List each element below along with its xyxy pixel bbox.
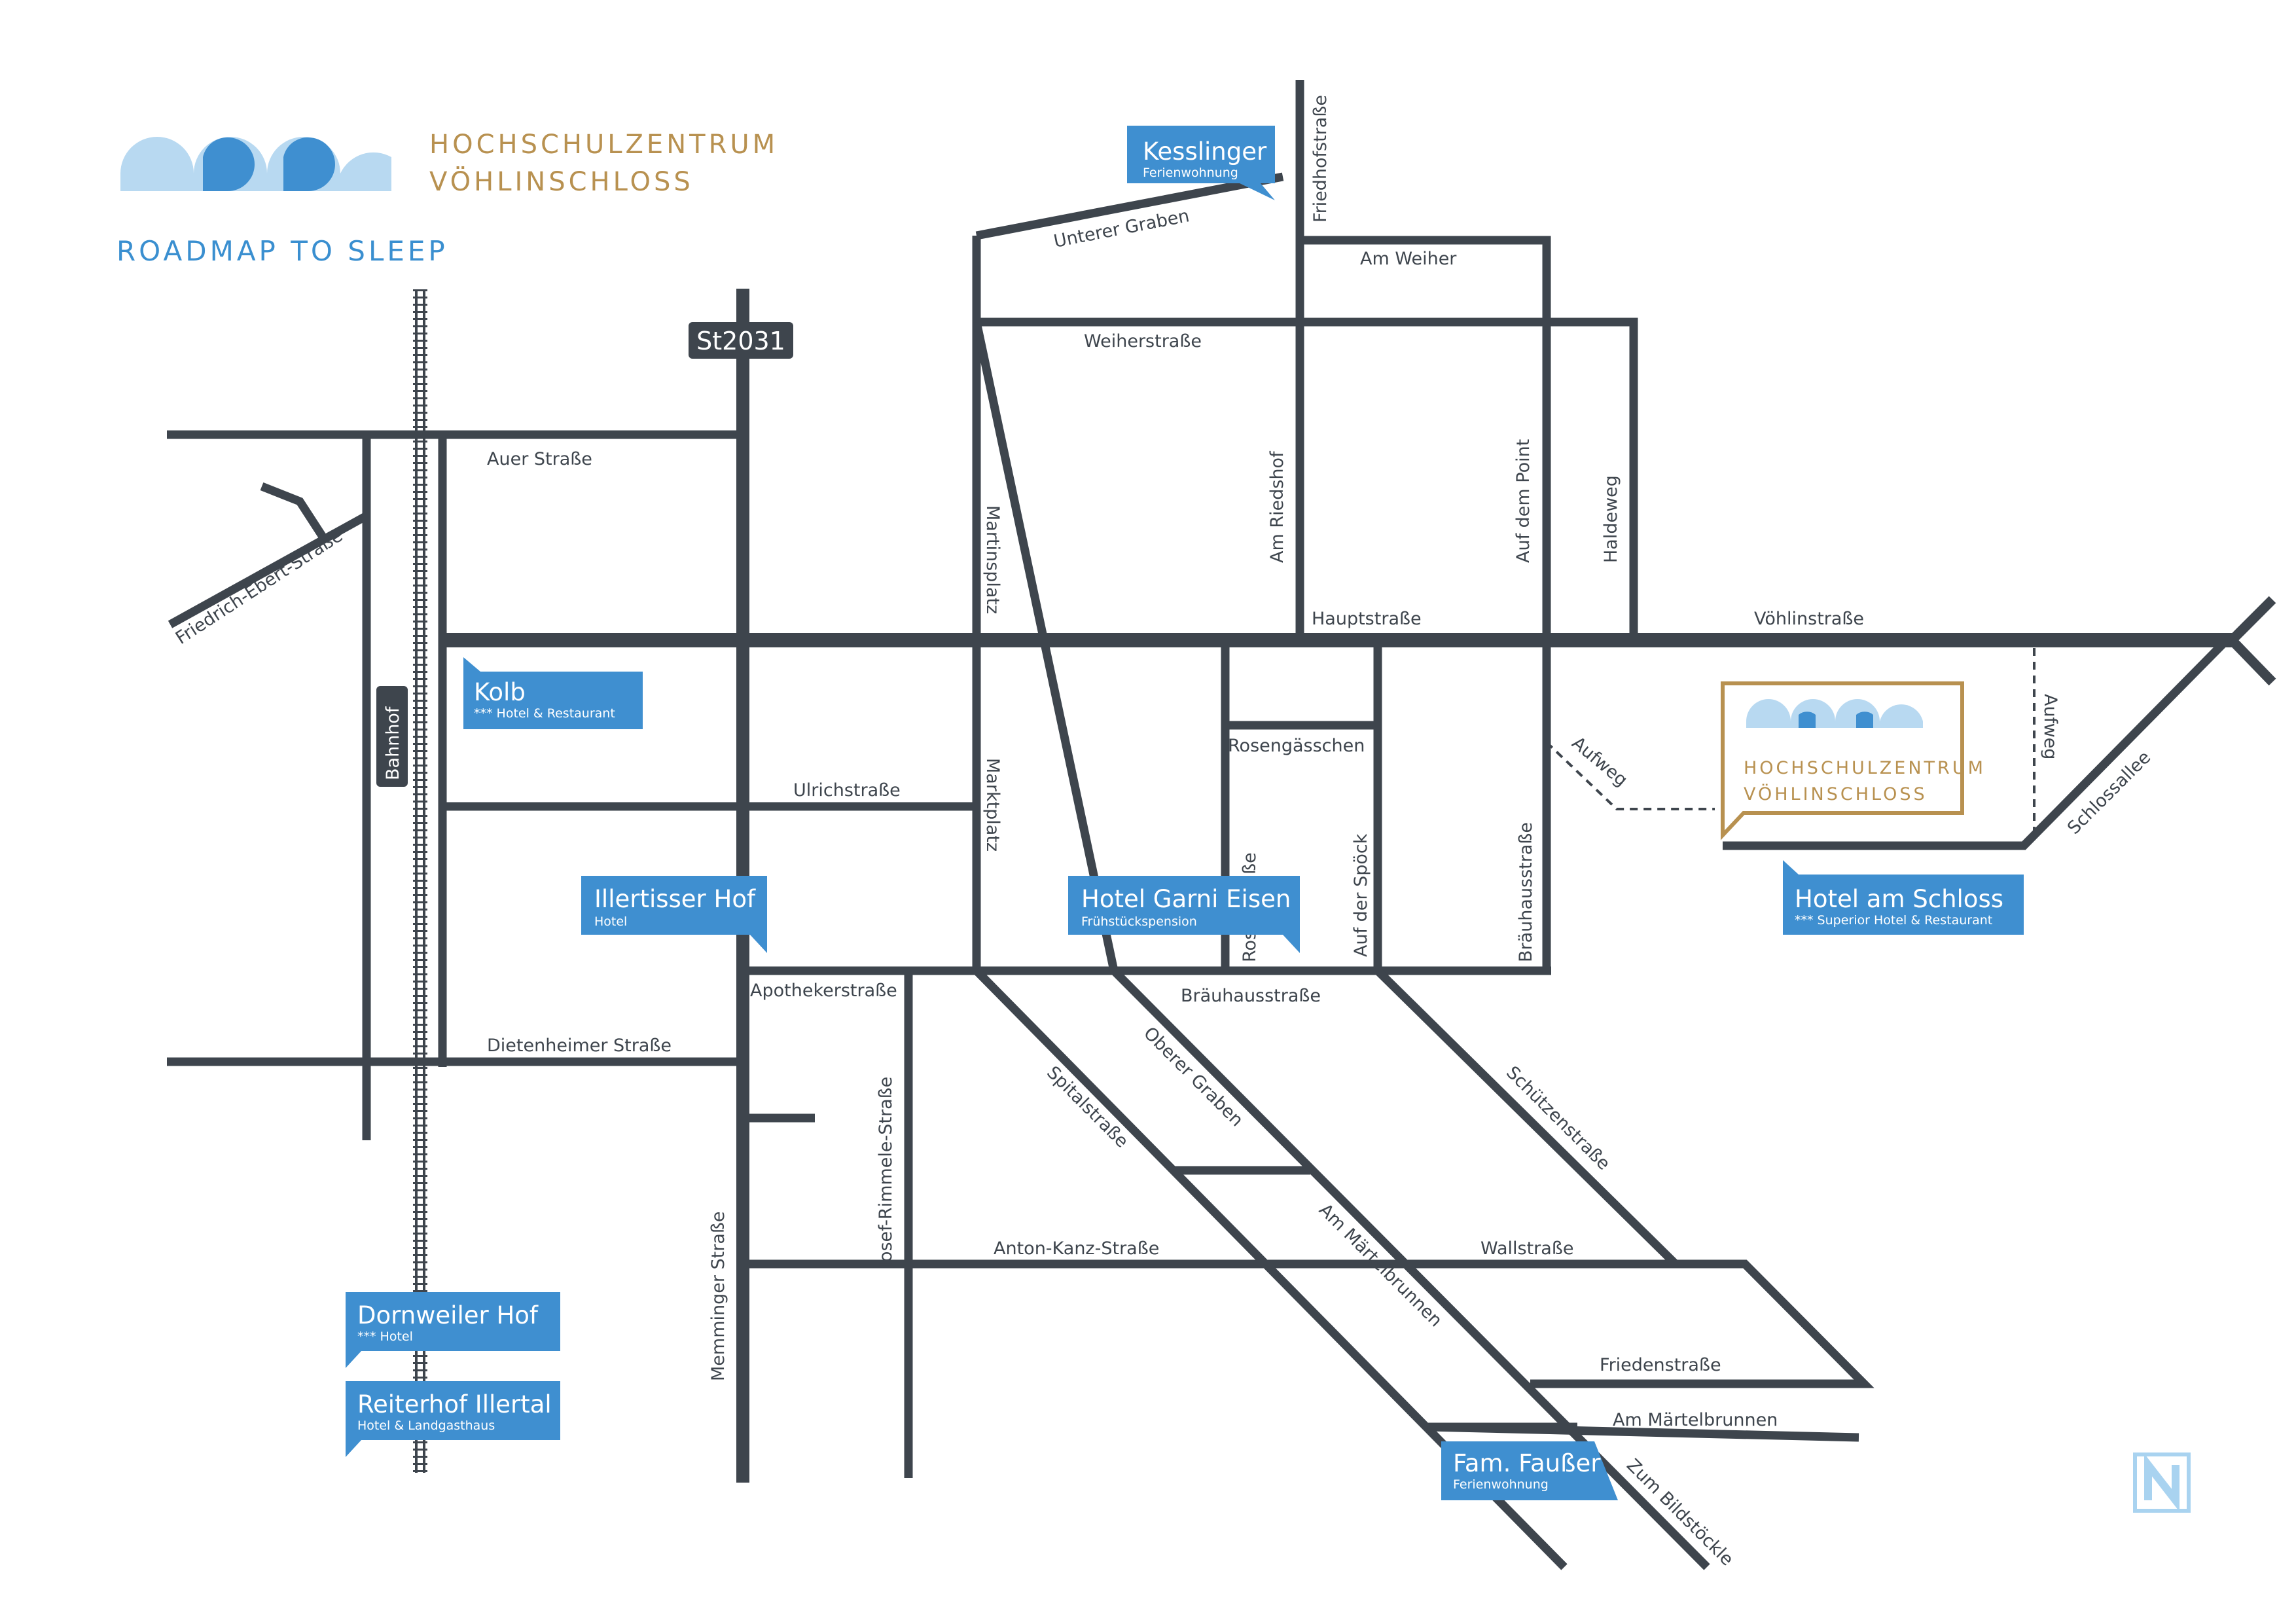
marker-title: Reiterhof Illertal [357,1390,552,1418]
label-am-maertelbrunnen: Am Märtelbrunnen [1613,1410,1778,1430]
railway [413,289,427,1473]
road-sign-label: St2031 [696,327,785,355]
label-spitalstrasse: Spitalstraße [1043,1062,1132,1152]
road-schloss-access [1723,638,2229,850]
arch-logo-icon [120,137,391,191]
marker-subtitle: Hotel & Landgasthaus [357,1418,495,1433]
road-east-fork-2 [2228,636,2276,686]
marker-kolb[interactable]: Kolb *** Hotel & Restaurant [463,657,643,729]
label-zum-bildstoeckle: Zum Bildstöckle [1623,1455,1737,1570]
tagline: ROADMAP TO SLEEP [117,235,448,267]
label-wallstrasse: Wallstraße [1480,1238,1573,1259]
campus-logo-icon [1746,699,1923,728]
road-am-weiher [1300,236,1551,640]
marker-subtitle: *** Hotel [357,1329,413,1344]
label-am-weiher: Am Weiher [1360,249,1457,269]
marker-subtitle: *** Superior Hotel & Restaurant [1795,913,1992,928]
road-weiherstrasse [977,317,1638,640]
label-voehlinstrasse: Vöhlinstraße [1754,609,1864,629]
marker-subtitle: Frühstückspension [1081,914,1197,929]
label-braeuhausstrasse: Bräuhausstraße [1181,986,1321,1006]
label-unterer-graben: Unterer Graben [1052,206,1191,252]
marker-reiterhof-illertal[interactable]: Reiterhof Illertal Hotel & Landgasthaus [346,1381,560,1457]
label-ulrichstrasse: Ulrichstraße [793,780,901,801]
station-label: Bahnhof [383,706,403,780]
marker-title: Hotel Garni Eisen [1081,885,1291,913]
road-east-fork [2228,596,2276,644]
label-josef-rimmele-strasse: Josef-Rimmele-Straße [876,1077,896,1269]
label-dietenheimer-strasse: Dietenheimer Straße [487,1036,672,1056]
north-icon [2133,1453,2191,1513]
marker-illertisser-hof[interactable]: Illertisser Hof Hotel [581,876,767,953]
marker-title: Illertisser Hof [594,885,756,913]
marker-subtitle: Hotel [594,914,627,929]
label-braeuhausstrasse-vertical: Bräuhausstraße [1516,822,1536,962]
campus-line-2: VÖHLINSCHLOSS [1744,784,1928,804]
road-wallstrasse [1268,1259,1874,1388]
campus-line-1: HOCHSCHULZENTRUM [1744,758,1986,778]
road-friedrich-ebert-strasse [168,512,369,628]
label-apothekerstrasse: Apothekerstraße [750,981,897,1001]
marker-title: Fam. Faußer [1453,1449,1601,1477]
road-friedrich-ebert-branch [260,482,328,541]
road-oberer-graben [1111,967,1710,1570]
label-oberer-graben: Oberer Graben [1139,1023,1247,1130]
label-auf-der-spoeck: Auf der Spöck [1351,833,1371,957]
campus-marker: HOCHSCHULZENTRUM VÖHLINSCHLOSS [1721,681,1986,840]
label-anton-kanz-strasse: Anton-Kanz-Straße [994,1238,1159,1259]
label-aufweg-east: Aufweg [2040,694,2060,759]
label-friedrich-ebert-strasse: Friedrich-Ebert-Straße [172,526,346,649]
marker-hotel-garni-eisen[interactable]: Hotel Garni Eisen Frühstückspension [1068,876,1300,953]
road-sign: St2031 [689,322,793,359]
label-am-riedshof: Am Riedshof [1267,450,1287,563]
label-rosengaesschen: Rosengässchen [1228,736,1365,756]
label-friedhofstrasse: Friedhofstraße [1310,95,1331,223]
label-friedenstrasse: Friedenstraße [1600,1355,1721,1375]
brand-line-2: VÖHLINSCHLOSS [429,166,694,197]
label-martinsplatz: Martinsplatz [982,505,1003,614]
road-schuetzenstrasse [1374,967,1679,1267]
road-unterer-graben [975,172,1284,240]
marker-hotel-am-schloss[interactable]: Hotel am Schloss *** Superior Hotel & Re… [1783,860,2024,935]
label-aufweg-west: Aufweg [1568,733,1632,791]
marker-title: Kesslinger [1143,137,1267,166]
label-weiherstrasse: Weiherstraße [1084,331,1202,352]
marker-subtitle: Ferienwohnung [1453,1477,1549,1492]
marker-title: Dornweiler Hof [357,1301,539,1329]
station-marker: Bahnhof [376,686,408,787]
label-marktplatz: Marktplatz [982,758,1003,852]
label-auf-dem-point: Auf dem Point [1513,439,1534,563]
label-haldeweg: Haldeweg [1601,475,1621,563]
label-hauptstrasse: Hauptstraße [1312,609,1422,629]
label-auer-strasse: Auer Straße [487,449,592,469]
marker-kesslinger[interactable]: Kesslinger Ferienwohnung [1127,126,1275,200]
marker-title: Hotel am Schloss [1795,885,2003,913]
marker-fam-fausser[interactable]: Fam. Faußer Ferienwohnung [1441,1441,1618,1500]
marker-subtitle: *** Hotel & Restaurant [474,706,615,721]
label-memminger-strasse: Memminger Straße [708,1211,728,1381]
brand-line-1: HOCHSCHULZENTRUM [429,130,778,160]
label-schuetzenstrasse: Schützenstraße [1502,1062,1614,1174]
marker-dornweiler-hof[interactable]: Dornweiler Hof *** Hotel [346,1292,560,1368]
marker-title: Kolb [474,678,526,706]
marker-subtitle: Ferienwohnung [1143,166,1238,180]
path-aufweg-west [1545,741,1715,810]
